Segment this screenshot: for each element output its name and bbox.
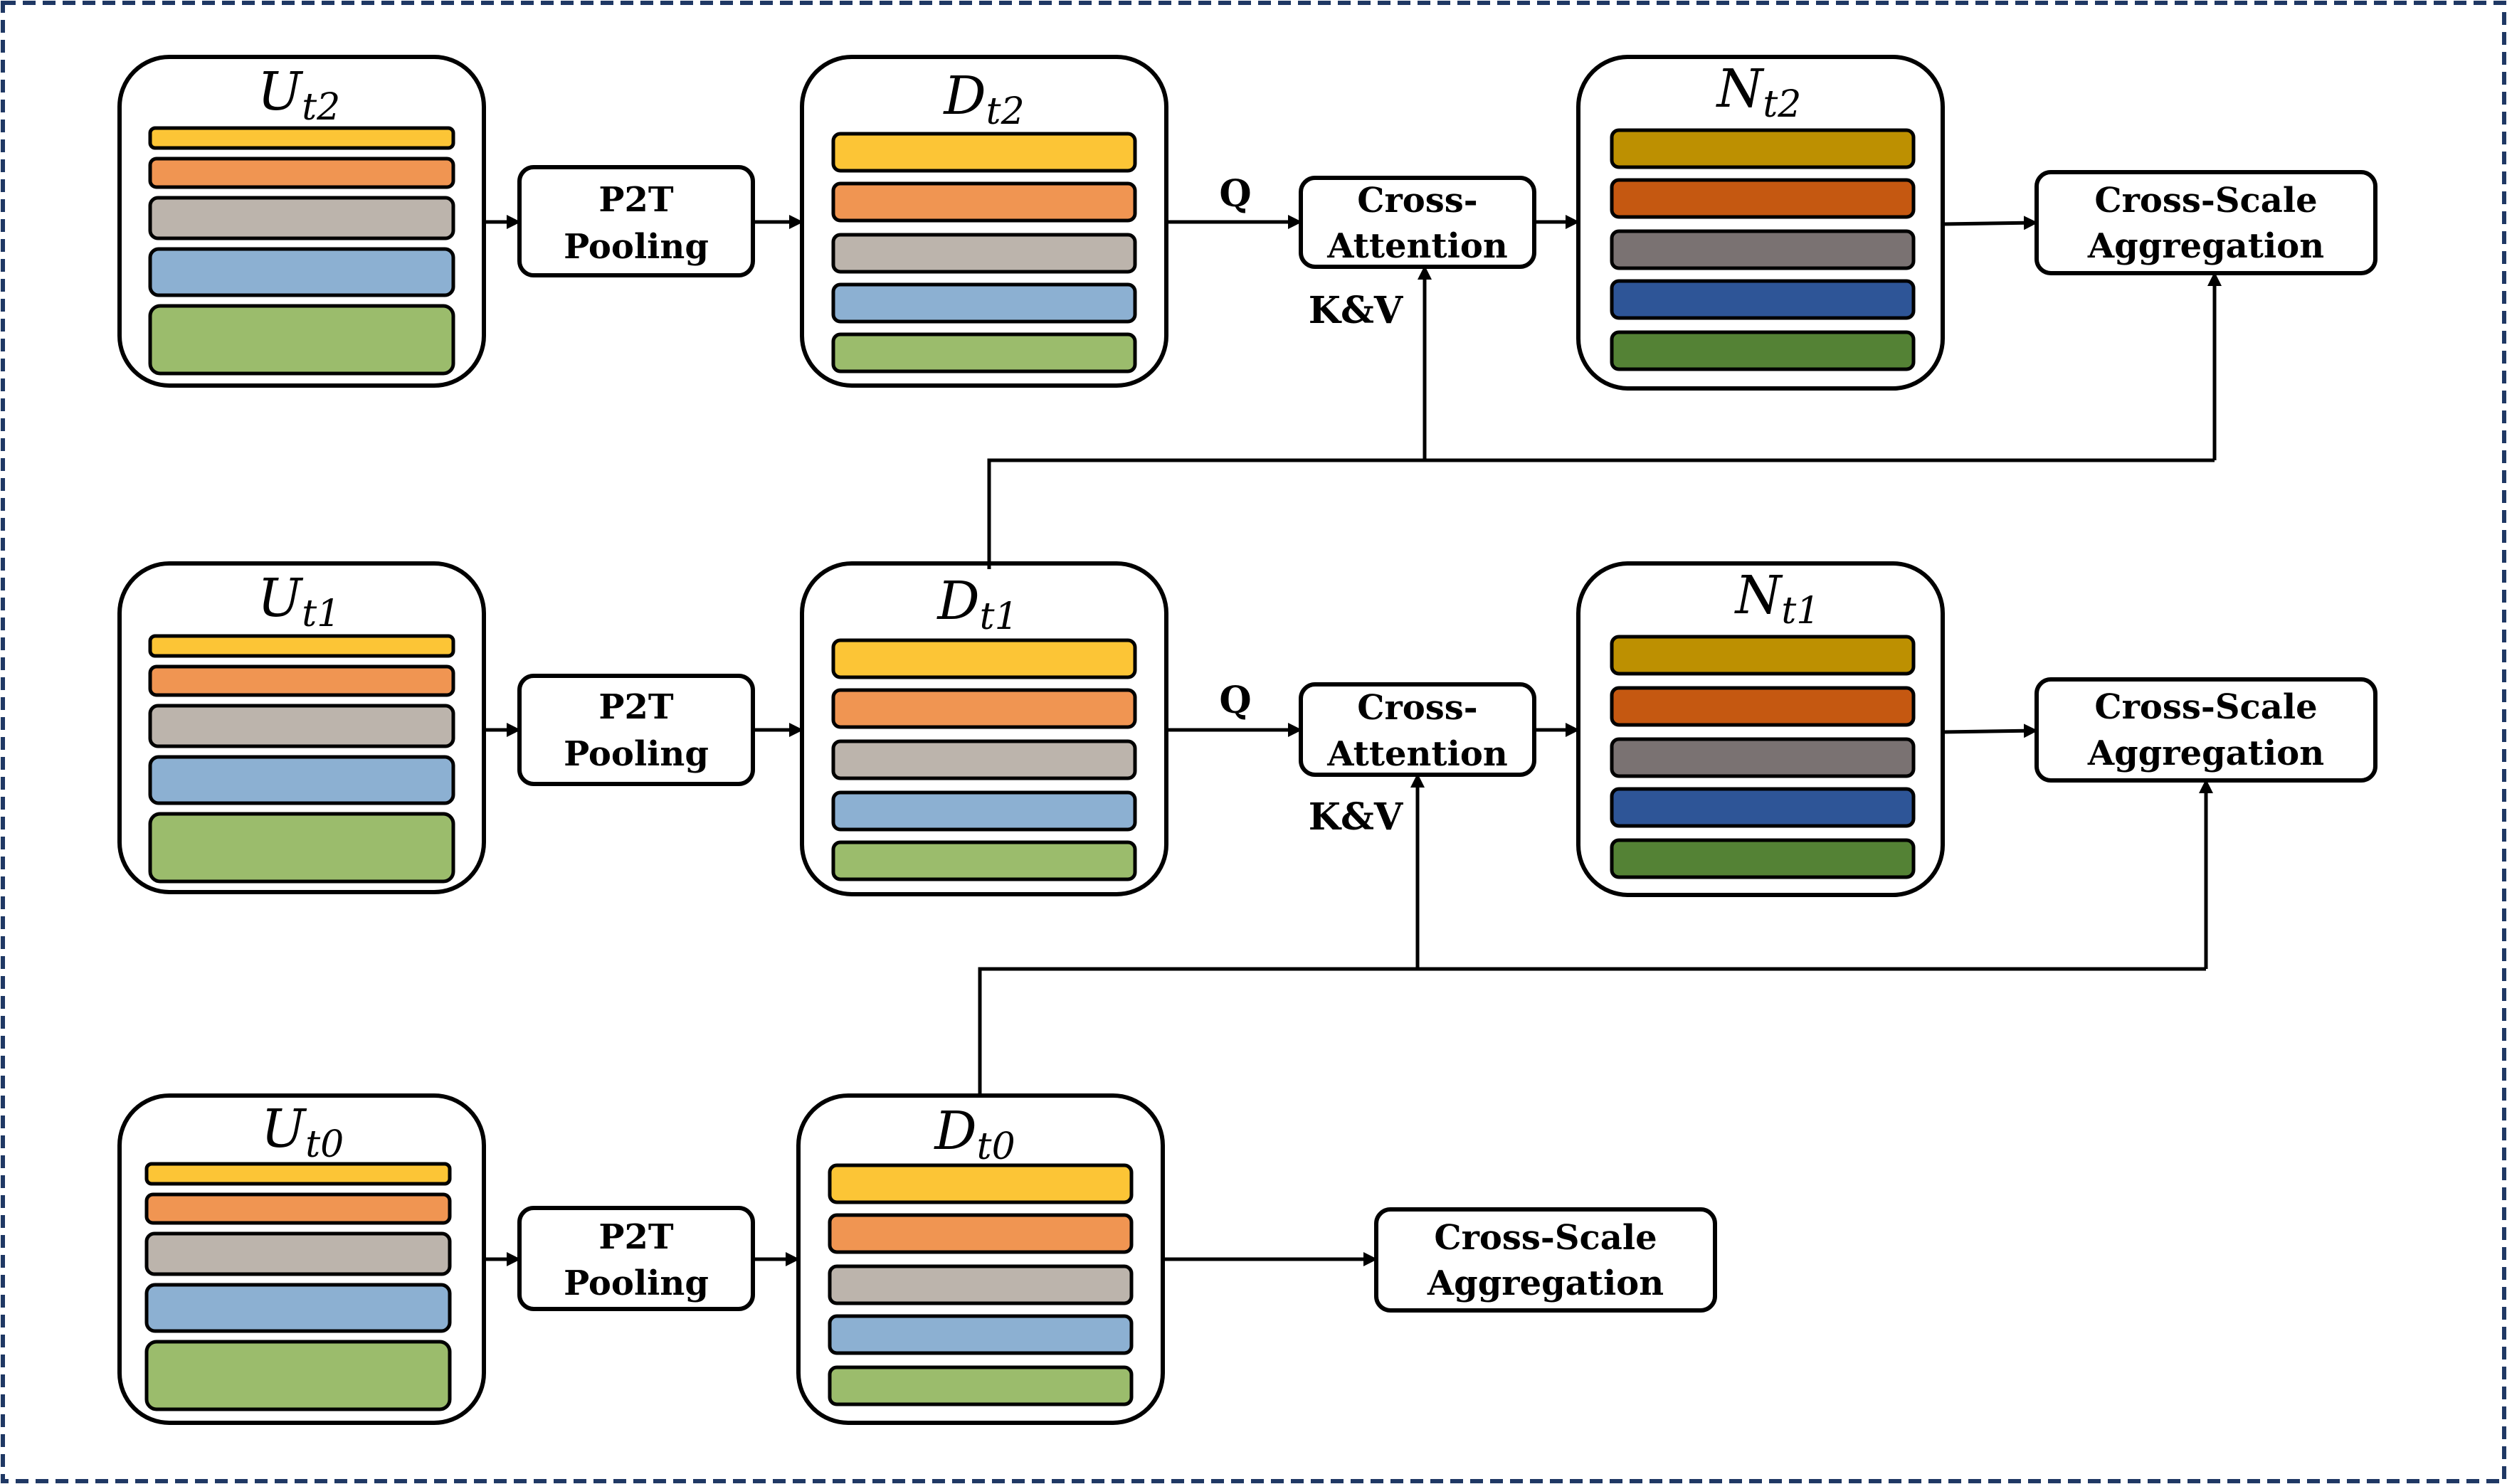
- cross-attention-label-line2: Attention: [1326, 226, 1508, 266]
- layer-bar-gray: [148, 704, 455, 748]
- block-d-t1: Dt1: [800, 561, 1168, 896]
- block-d-t2-title: Dt2: [942, 65, 1024, 133]
- layer-bar-orange: [148, 157, 455, 189]
- cross-attention-t1: Cross- Attention: [1299, 682, 1536, 777]
- cross-attention-label-line1: Cross-: [1357, 688, 1477, 728]
- block-n-t2-title: Nt2: [1716, 58, 1802, 126]
- edge-label-kv-t2: K&V: [1309, 289, 1404, 332]
- layer-bar-rust: [1610, 686, 1916, 727]
- layer-bar-orange: [148, 664, 455, 697]
- layer-bar-dark-green: [1610, 330, 1916, 371]
- aggregation-label-line1: Cross-Scale: [2094, 687, 2317, 727]
- cross-scale-aggregation-t2: Cross-Scale Aggregation: [2034, 170, 2377, 275]
- layer-bar-green: [144, 1340, 452, 1411]
- edge-label-query-t1: Q: [1219, 679, 1251, 722]
- block-n-t2: Nt2: [1576, 55, 1945, 391]
- layer-bar-gold: [1610, 635, 1916, 676]
- layer-bar-yellow: [831, 132, 1137, 173]
- p2t-label-line2: Pooling: [564, 1263, 709, 1303]
- block-u-t1: Ut1: [117, 561, 486, 894]
- layer-bar-yellow: [828, 1163, 1134, 1204]
- layer-bar-green: [148, 812, 455, 884]
- arrow-n-t2-to-aggregation: [1942, 216, 2038, 230]
- p2t-label-line2: Pooling: [564, 227, 709, 267]
- layer-bar-green: [828, 1365, 1134, 1406]
- cross-attention-t2: Cross- Attention: [1299, 176, 1536, 269]
- layer-bar-green: [148, 304, 455, 376]
- layer-bar-orange: [831, 181, 1137, 223]
- block-u-t0: Ut0: [117, 1093, 486, 1425]
- layer-bar-blue: [148, 755, 455, 805]
- layer-bar-yellow: [144, 1162, 452, 1186]
- p2t-label-line2: Pooling: [564, 734, 709, 774]
- layer-bar-gray: [831, 739, 1137, 780]
- cross-scale-aggregation-t0: Cross-Scale Aggregation: [1374, 1207, 1717, 1313]
- layer-bar-blue: [148, 247, 455, 297]
- layer-bar-yellow: [148, 126, 455, 150]
- p2t-label-line1: P2T: [598, 180, 673, 220]
- layer-bar-blue: [828, 1314, 1134, 1355]
- layer-bar-orange: [831, 688, 1137, 729]
- block-n-t1-title: Nt1: [1734, 565, 1820, 632]
- layer-bar-gray: [831, 233, 1137, 274]
- aggregation-label-line2: Aggregation: [1427, 1263, 1664, 1303]
- layer-bar-yellow: [831, 638, 1137, 679]
- layer-bar-dark-gray: [1610, 737, 1916, 778]
- p2t-pooling-t2: P2T Pooling: [517, 165, 755, 277]
- layer-bar-gray: [144, 1231, 452, 1276]
- layer-bar-dark-gray: [1610, 229, 1916, 270]
- layer-bar-gray: [148, 196, 455, 240]
- layer-bar-dark-blue: [1610, 787, 1916, 828]
- layer-bar-orange: [144, 1192, 452, 1225]
- cross-attention-label-line1: Cross-: [1357, 181, 1477, 221]
- layer-bar-blue: [144, 1283, 452, 1333]
- layer-bar-dark-green: [1610, 838, 1916, 879]
- layer-bar-blue: [831, 790, 1137, 832]
- edge-label-query-t2: Q: [1219, 172, 1251, 216]
- block-u-t2: Ut2: [117, 55, 486, 388]
- block-d-t1-title: Dt1: [936, 571, 1018, 638]
- cross-scale-aggregation-t1: Cross-Scale Aggregation: [2034, 677, 2377, 783]
- block-u-t0-title: Ut0: [261, 1098, 344, 1166]
- block-d-t0: Dt0: [796, 1093, 1165, 1425]
- layer-bar-gold: [1610, 128, 1916, 169]
- aggregation-label-line1: Cross-Scale: [2094, 181, 2317, 221]
- cross-attention-label-line2: Attention: [1326, 734, 1508, 774]
- p2t-label-line1: P2T: [598, 687, 673, 727]
- block-n-t1: Nt1: [1576, 561, 1945, 897]
- layer-bar-green: [831, 840, 1137, 881]
- aggregation-label-line2: Aggregation: [2087, 226, 2324, 266]
- layer-bar-yellow: [148, 634, 455, 658]
- aggregation-label-line2: Aggregation: [2087, 733, 2324, 773]
- layer-bar-gray: [828, 1264, 1134, 1305]
- layer-bar-rust: [1610, 178, 1916, 219]
- layer-bar-orange: [828, 1213, 1134, 1254]
- aggregation-label-line1: Cross-Scale: [1434, 1218, 1657, 1258]
- block-d-t2: Dt2: [800, 55, 1168, 388]
- line-d-t1-up-to-bus: [987, 458, 2215, 569]
- block-u-t2-title: Ut2: [258, 61, 340, 129]
- line-d-t0-up-to-bus: [978, 967, 2206, 1096]
- block-u-t1-title: Ut1: [258, 568, 340, 635]
- layer-bar-dark-blue: [1610, 279, 1916, 320]
- layer-bar-blue: [831, 282, 1137, 324]
- block-d-t0-title: Dt0: [933, 1101, 1015, 1168]
- p2t-label-line1: P2T: [598, 1217, 673, 1257]
- arrow-n-t1-to-aggregation: [1942, 724, 2038, 738]
- layer-bar-green: [831, 332, 1137, 373]
- p2t-pooling-t0: P2T Pooling: [517, 1206, 755, 1311]
- edge-label-kv-t1: K&V: [1309, 795, 1404, 839]
- p2t-pooling-t1: P2T Pooling: [517, 674, 755, 786]
